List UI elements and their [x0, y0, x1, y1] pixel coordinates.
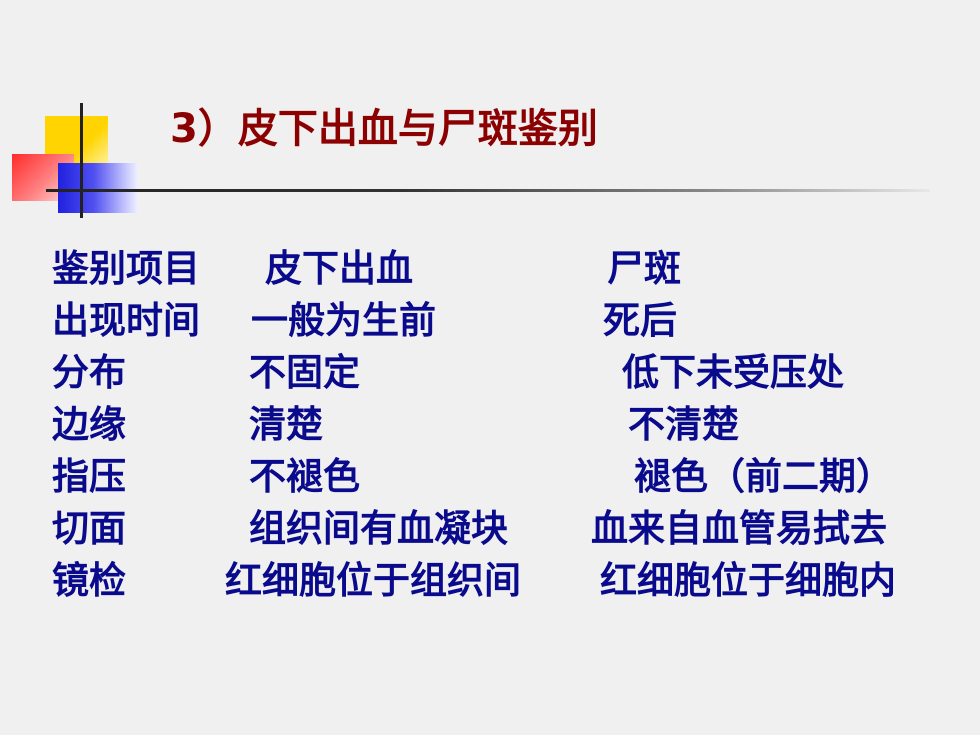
row-item: 分布	[52, 351, 126, 394]
row-item: 切面	[52, 507, 126, 550]
title-underline	[46, 189, 930, 192]
row-subcutaneous: 红细胞位于组织间	[225, 559, 521, 602]
row-livor: 红细胞位于细胞内	[600, 559, 896, 602]
row-subcutaneous: 一般为生前	[251, 299, 436, 342]
row-item: 鉴别项目	[52, 247, 200, 290]
decor-blue-square	[58, 163, 138, 213]
row-item: 指压	[52, 455, 126, 498]
row-subcutaneous: 清楚	[249, 403, 323, 446]
row-subcutaneous: 不褪色	[249, 455, 360, 498]
row-livor: 褪色（前二期）	[634, 455, 893, 498]
row-item: 镜检	[52, 559, 126, 602]
decor-vertical-line	[80, 103, 83, 218]
row-subcutaneous: 组织间有血凝块	[249, 507, 508, 550]
row-livor: 尸斑	[607, 247, 681, 290]
row-livor: 低下未受压处	[622, 351, 844, 394]
slide-title: 3）皮下出血与尸斑鉴别	[170, 106, 598, 152]
row-item: 出现时间	[52, 299, 200, 342]
row-subcutaneous: 皮下出血	[265, 247, 413, 290]
row-livor: 血来自血管易拭去	[591, 507, 887, 550]
row-livor: 不清楚	[628, 403, 739, 446]
row-subcutaneous: 不固定	[249, 351, 360, 394]
row-item: 边缘	[52, 403, 126, 446]
row-livor: 死后	[603, 299, 677, 342]
